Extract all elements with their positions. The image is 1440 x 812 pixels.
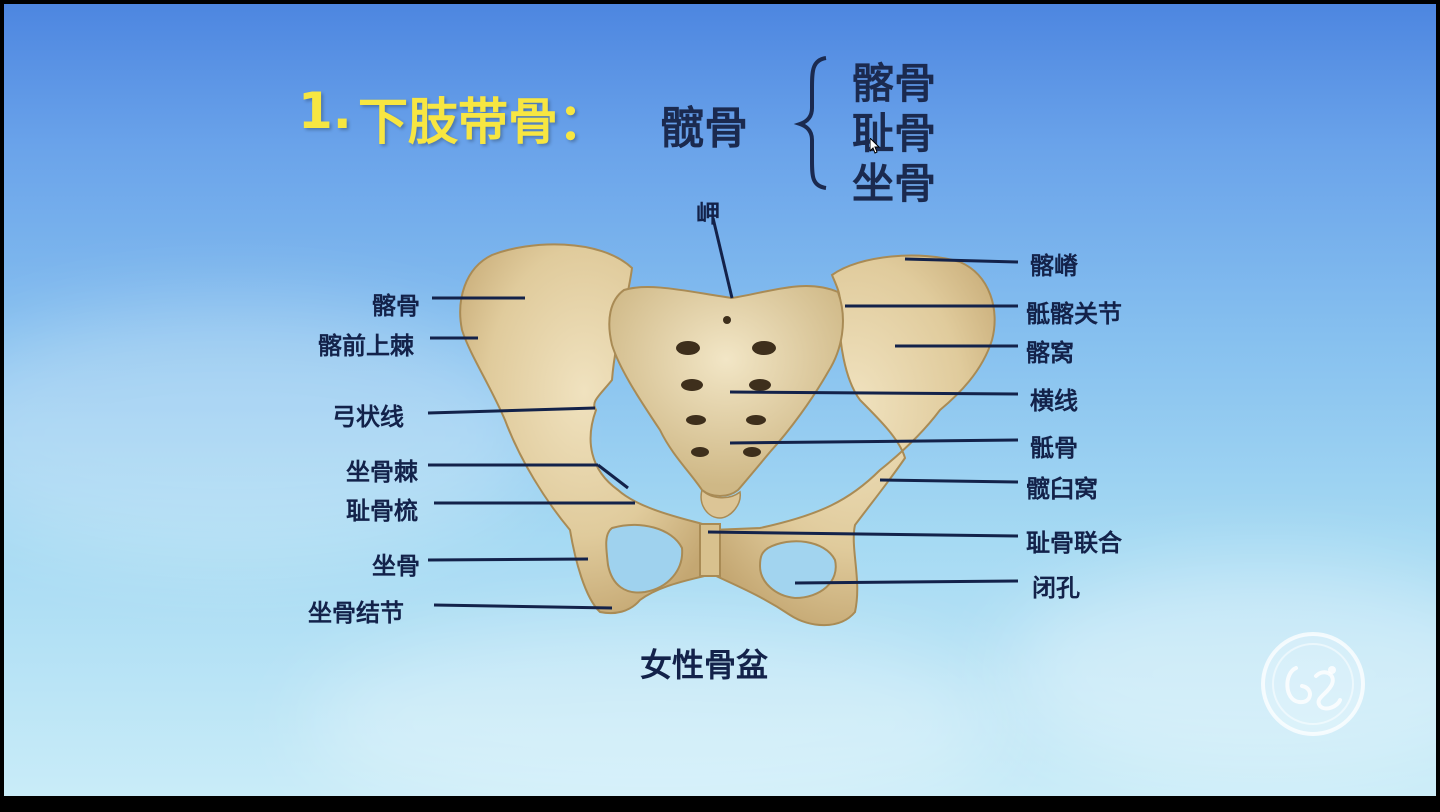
title-sub: 髋骨 [660,103,748,154]
leader-lines [427,217,1019,610]
label-ilium: 髂骨 [372,292,420,320]
brace-item-pubis: 耻骨 [852,109,937,158]
label-acetabular-fossa: 髋臼窝 [1026,475,1098,503]
sacrum [608,285,844,497]
label-sacrum: 骶骨 [1030,434,1078,462]
label-ischium: 坐骨 [372,552,420,580]
brace-icon [793,56,827,190]
label-arcuate-line: 弓状线 [332,403,404,431]
label-promontory: 岬 [696,200,720,228]
label-obturator-foramen: 闭孔 [1032,574,1080,602]
label-sacroiliac-joint: 骶髂关节 [1026,300,1122,328]
caption: 女性骨盆 [640,646,769,684]
label-iliac-crest: 髂嵴 [1030,252,1078,280]
label-iliac-fossa: 髂窝 [1026,339,1074,367]
title-number: 1. [298,82,352,140]
brace-item-ischium: 坐骨 [852,159,937,208]
label-ischial-tuberosity: 坐骨结节 [308,599,404,627]
brace-item-ilium: 髂骨 [852,59,937,108]
logo-watermark-icon [1261,632,1365,736]
title-main: 下肢带骨： [358,93,608,151]
label-pecten-pubis: 耻骨梳 [346,497,418,525]
label-asis: 髂前上棘 [318,332,414,360]
label-ischial-spine: 坐骨棘 [346,458,418,486]
mouse-cursor-icon [870,138,880,154]
label-pubic-symphysis: 耻骨联合 [1026,529,1122,557]
label-transverse-line: 横线 [1030,387,1078,415]
